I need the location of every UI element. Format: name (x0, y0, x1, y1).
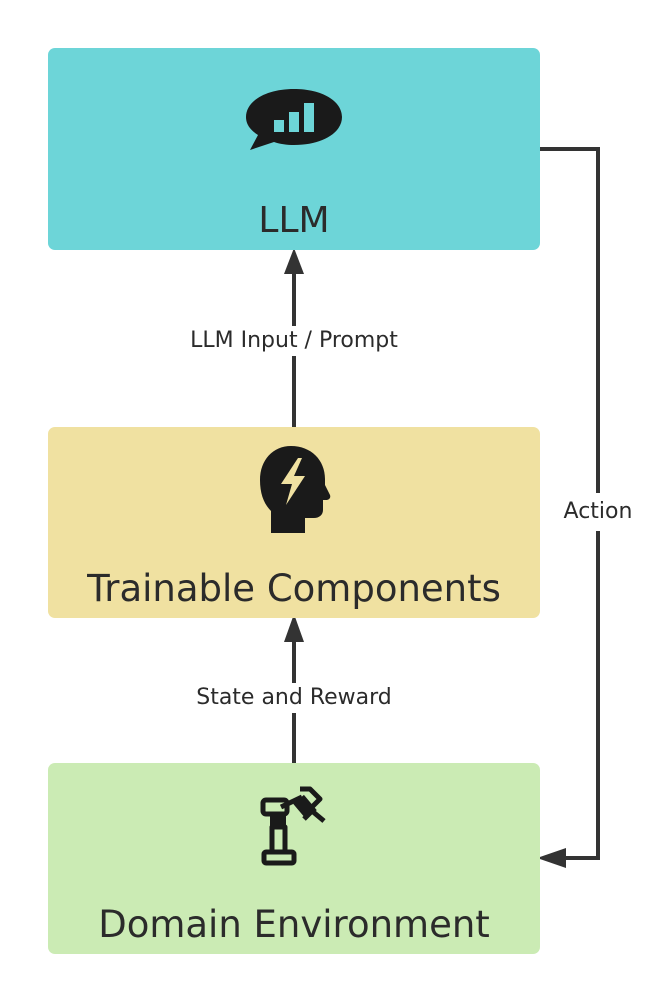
arrowhead-trainable (284, 614, 304, 642)
domain-environment-node: Domain Environment (48, 763, 540, 954)
prompt-edge-label: LLM Input / Prompt (186, 326, 402, 356)
trainable-components-node: Trainable Components (48, 427, 540, 618)
llm-label: LLM (258, 200, 330, 241)
trainable-components-label: Trainable Components (87, 567, 501, 610)
action-edge-label: Action (557, 493, 639, 531)
robot-arm-icon (260, 786, 326, 866)
head-lightning-icon (260, 446, 331, 533)
arrowhead-llm (284, 248, 304, 274)
state-reward-edge-label: State and Reward (192, 683, 396, 713)
domain-environment-label: Domain Environment (98, 903, 490, 946)
chat-bar-chart-icon (246, 89, 342, 150)
arrowhead-environment (537, 848, 566, 868)
llm-node: LLM (48, 48, 540, 250)
